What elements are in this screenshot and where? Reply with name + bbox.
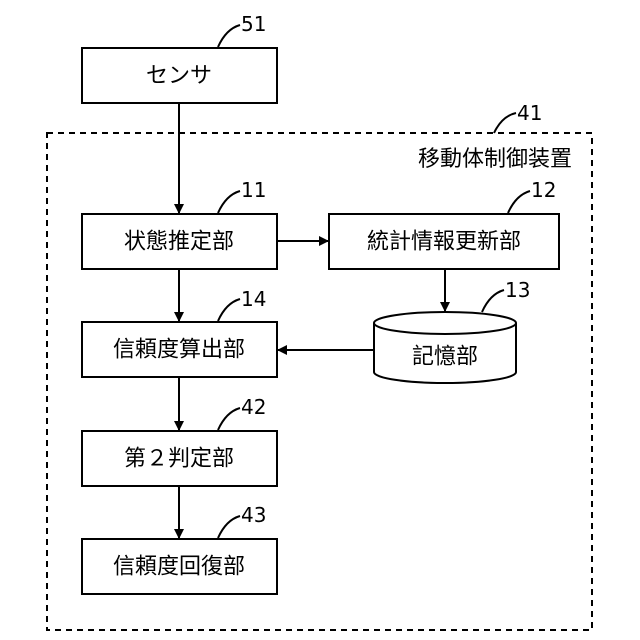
state-estimation-ref: 11 [241,178,266,202]
reliability-recovery-ref-leader [218,516,240,538]
state-estimation-label: 状態推定部 [124,230,234,255]
storage-ref-leader [482,290,504,312]
sensor-label: センサ [146,64,212,89]
storage-ref: 13 [505,278,530,302]
reliability-calc-ref: 14 [241,287,266,311]
second-judgment-label: 第２判定部 [124,447,234,472]
state-estimation-ref-leader [218,191,240,213]
reliability-calc-ref-leader [218,299,240,321]
reliability-recovery-ref: 43 [241,503,266,527]
sensor-ref-leader [218,25,240,47]
second-judgment-ref-leader [218,408,240,430]
second-judgment-ref: 42 [241,395,266,419]
sensor-ref: 51 [241,12,266,36]
statistics-update-ref-leader [508,191,530,213]
device-title: 移動体制御装置 [418,147,572,172]
statistics-update-ref: 12 [531,178,556,202]
device-ref: 41 [517,101,542,125]
storage-label: 記憶部 [412,345,478,370]
reliability-calc-label: 信頼度算出部 [113,338,245,363]
device-ref-leader [494,113,516,133]
reliability-recovery-label: 信頼度回復部 [113,555,245,580]
statistics-update-label: 統計情報更新部 [367,230,521,255]
